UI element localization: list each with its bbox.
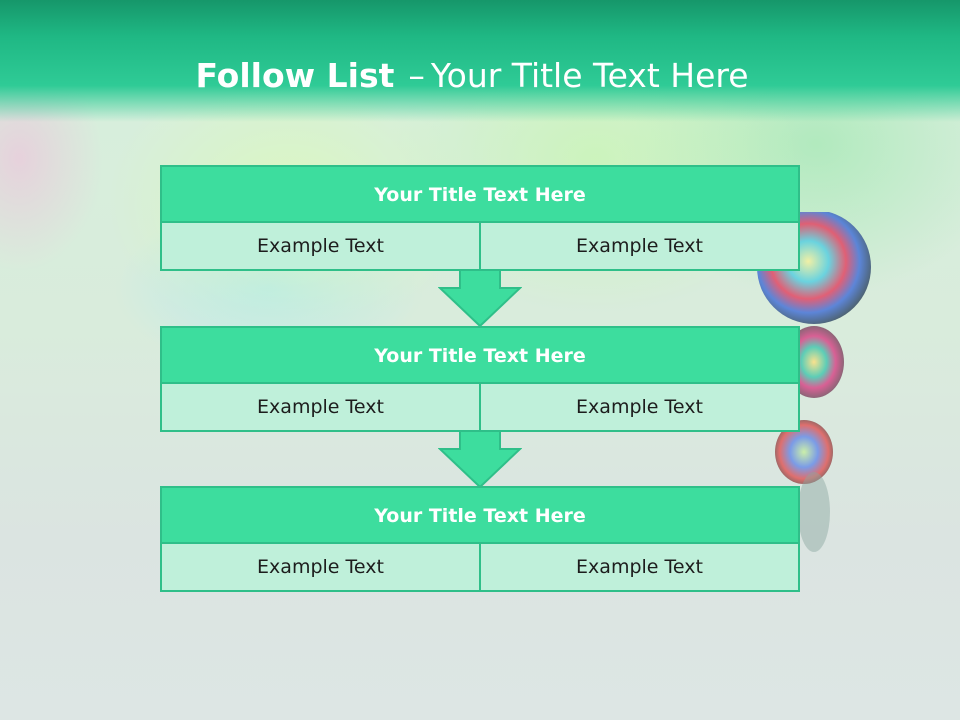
header-band: [0, 0, 960, 122]
block-row: Example Text Example Text: [162, 384, 798, 430]
slide-title-dash: –: [408, 56, 425, 95]
block-cell-left: Example Text: [162, 384, 479, 430]
slide-title-bold: Follow List: [195, 56, 395, 95]
block-title: Your Title Text Here: [162, 167, 798, 223]
block-cell-right: Example Text: [479, 384, 798, 430]
block-cell-left: Example Text: [162, 223, 479, 269]
block-row: Example Text Example Text: [162, 544, 798, 590]
slide-title: Follow List–Your Title Text Here: [0, 56, 944, 95]
block-row: Example Text Example Text: [162, 223, 798, 269]
slide-title-rest: Your Title Text Here: [430, 56, 749, 95]
bead-lower: [775, 420, 833, 484]
bead-stem: [798, 472, 830, 552]
block-title: Your Title Text Here: [162, 488, 798, 544]
block-cell-right: Example Text: [479, 544, 798, 590]
block-title: Your Title Text Here: [162, 328, 798, 384]
block-cell-right: Example Text: [479, 223, 798, 269]
down-arrow-icon: [438, 431, 522, 489]
down-arrow-icon: [438, 270, 522, 328]
list-block-2: Your Title Text Here Example Text Exampl…: [160, 326, 800, 432]
list-block-1: Your Title Text Here Example Text Exampl…: [160, 165, 800, 271]
list-block-3: Your Title Text Here Example Text Exampl…: [160, 486, 800, 592]
block-cell-left: Example Text: [162, 544, 479, 590]
